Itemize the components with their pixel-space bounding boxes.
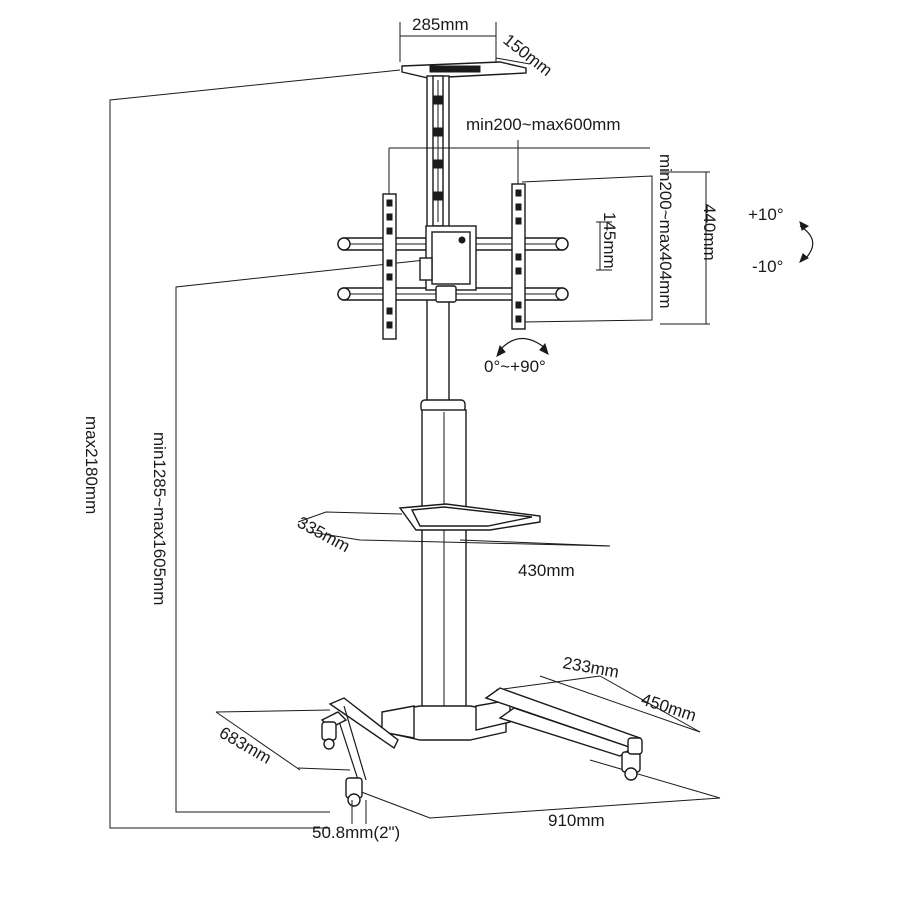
caster-right-rear <box>627 737 643 755</box>
shelf <box>297 503 611 547</box>
height-range-dimension <box>175 259 426 813</box>
base <box>215 675 721 824</box>
caster-left-rear <box>321 721 337 750</box>
label-base-leg-length: 450mm <box>639 690 699 726</box>
label-tilt-down: -10° <box>752 257 783 276</box>
label-plate-height: 440mm <box>700 204 719 261</box>
label-shelf-width: 430mm <box>518 561 575 580</box>
label-base-width: 910mm <box>548 811 605 830</box>
rotation-arrow-icon <box>496 337 549 357</box>
vesa-height-dimension <box>521 171 710 325</box>
tilt-arrow-icon <box>799 221 814 264</box>
label-shelf-depth: 335mm <box>294 513 353 556</box>
vesa-width-dimension <box>388 140 650 200</box>
label-base-depth: 683mm <box>216 723 275 768</box>
label-max-height: max2180mm <box>82 416 101 514</box>
label-vesa-width: min200~max600mm <box>466 115 621 134</box>
max-height-dimension <box>109 69 401 829</box>
caster-right-front <box>621 751 641 781</box>
label-tilt-up: +10° <box>748 205 784 224</box>
arm-spacing-dimension <box>596 221 612 271</box>
bracket-left <box>382 193 397 340</box>
label-caster: 50.8mm(2") <box>312 823 400 842</box>
label-rotation: 0°~+90° <box>484 357 546 376</box>
lower-column <box>421 409 467 711</box>
label-tray-width: 285mm <box>412 15 469 34</box>
label-vesa-height: min200~max404mm <box>656 154 675 309</box>
label-height-range: min1285~max1605mm <box>150 432 169 605</box>
top-tray <box>399 22 531 79</box>
bracket-right <box>511 183 526 330</box>
caster-left-front <box>345 777 363 807</box>
label-arm-spacing: 145mm <box>600 212 619 269</box>
center-mount-plate <box>419 225 477 303</box>
